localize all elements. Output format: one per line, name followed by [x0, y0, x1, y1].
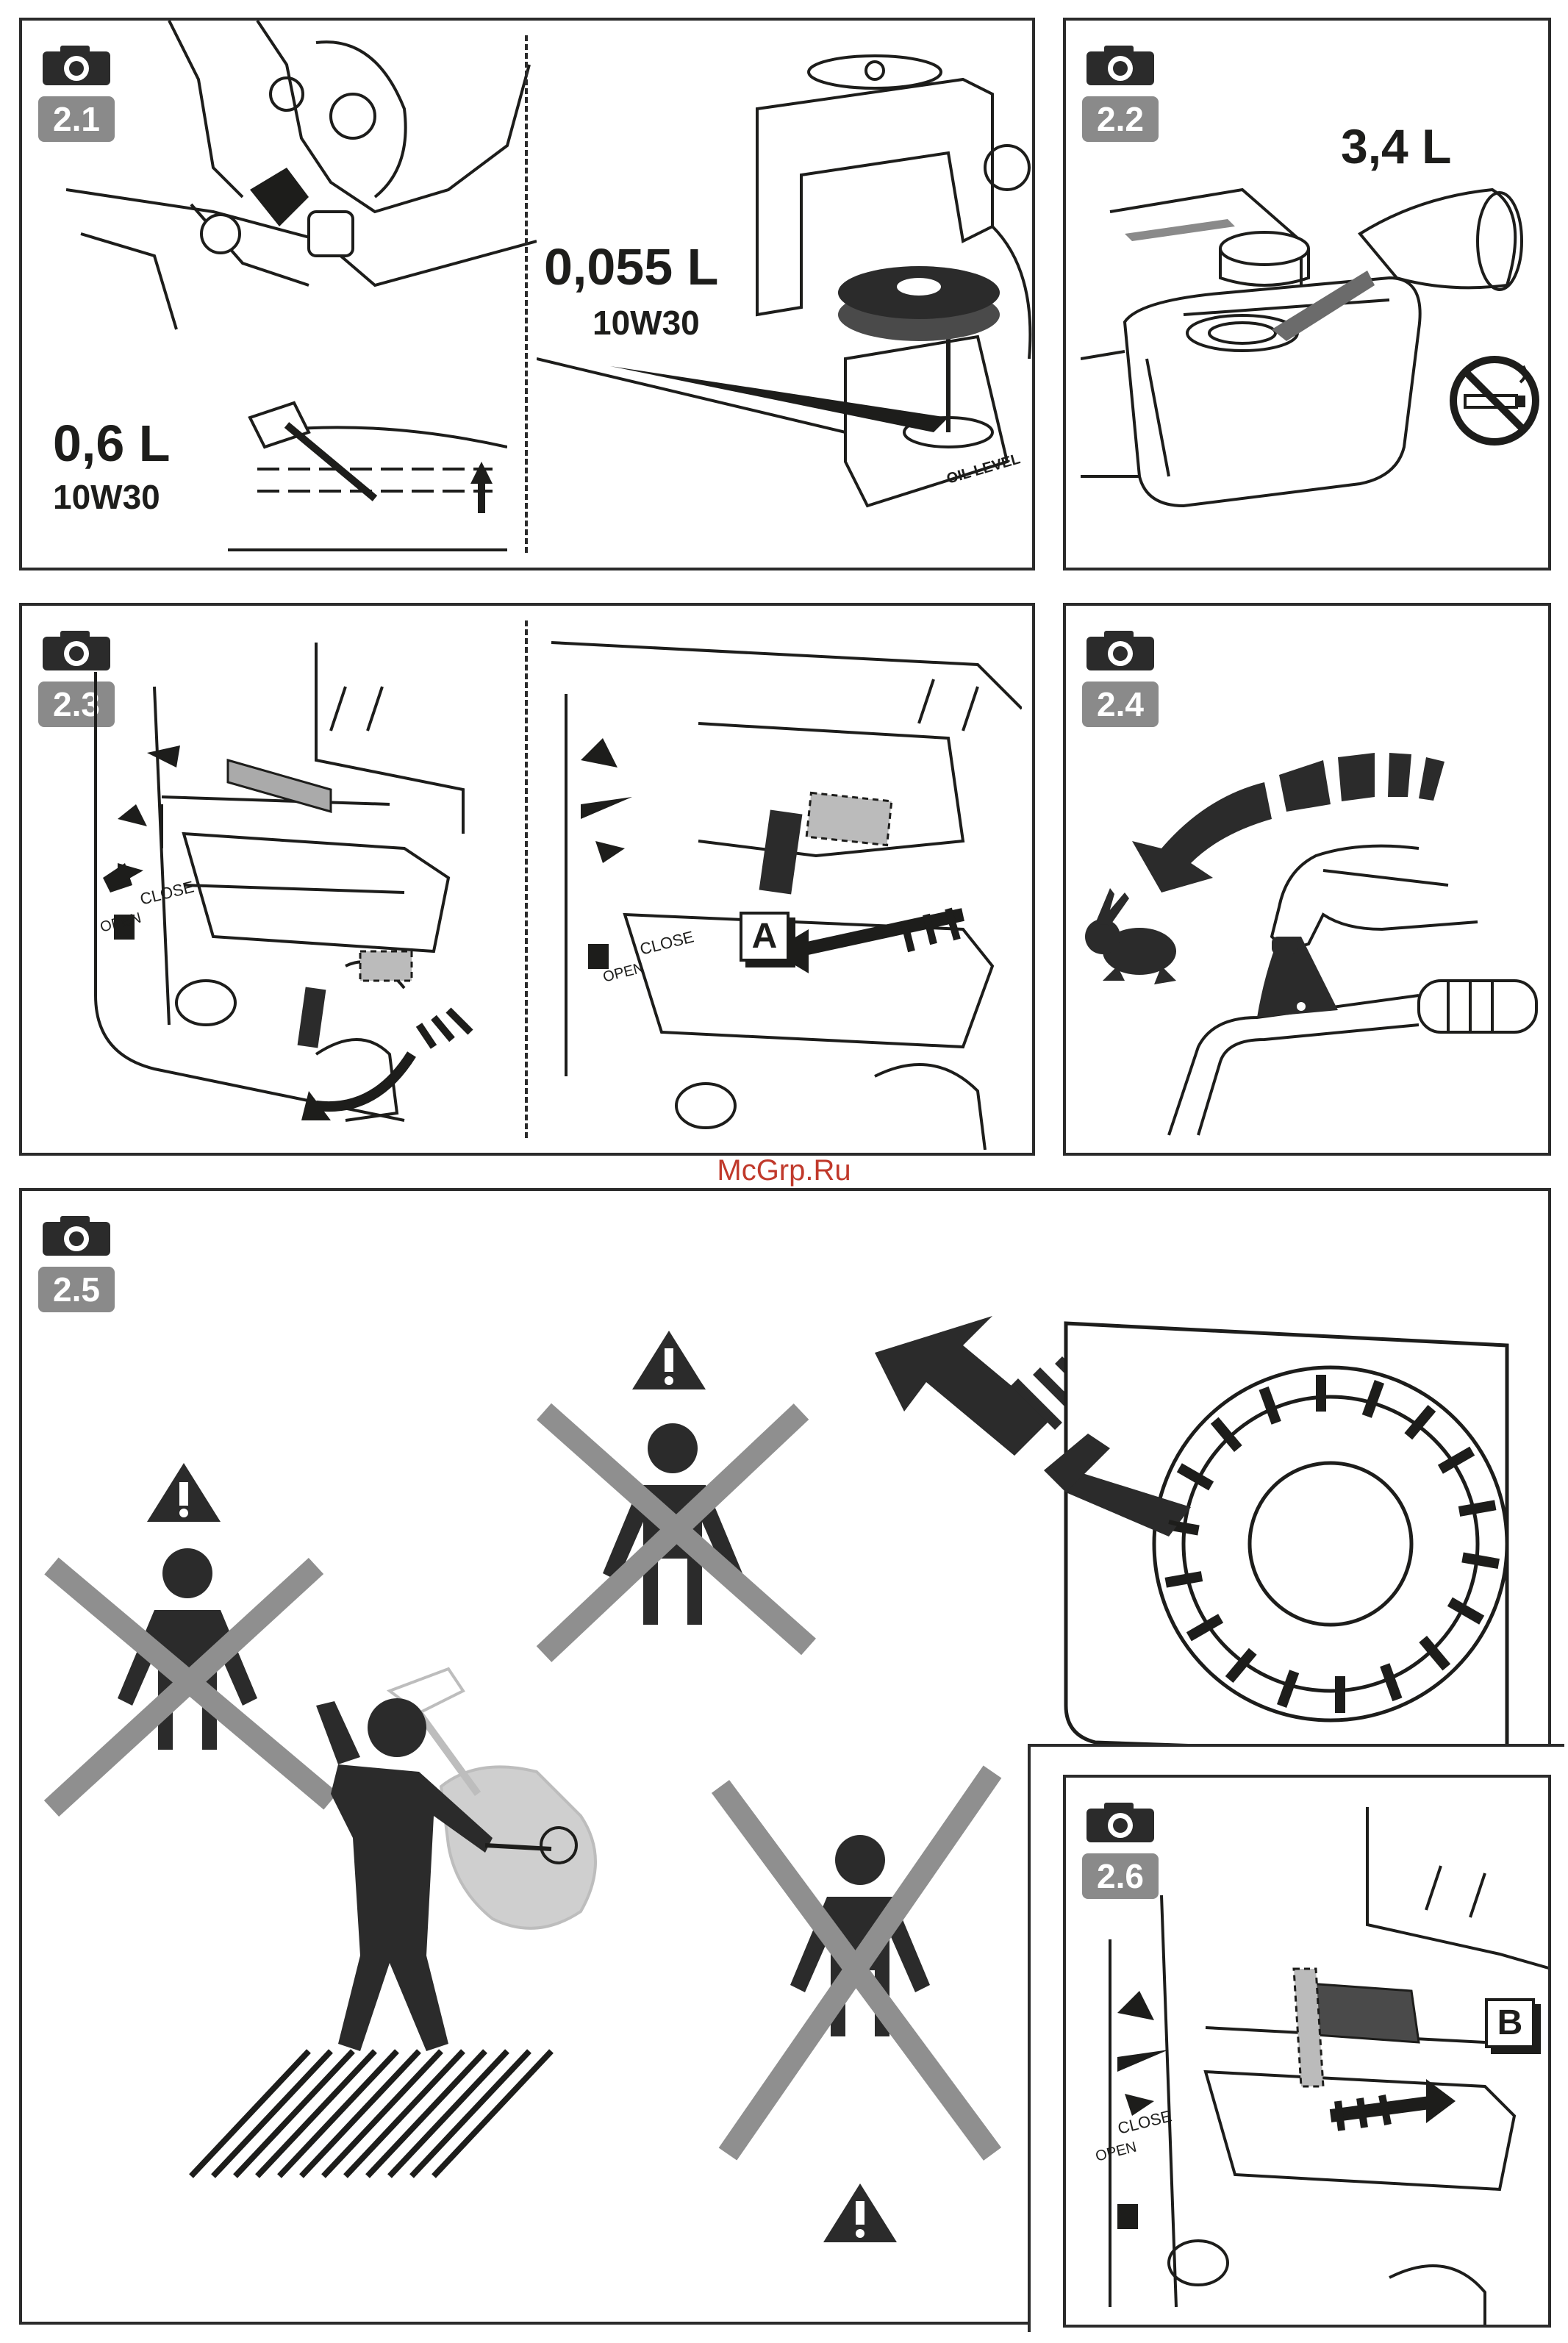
panel-divider — [525, 620, 528, 1138]
oil-volume-left: 0,6 L — [53, 418, 171, 469]
figure-number: 2.2 — [1082, 96, 1159, 142]
bystander-warning-2 — [522, 1331, 831, 1698]
figure-number: 2.4 — [1082, 682, 1159, 727]
panel-2-1: 2.1 0,6 L 10W30 — [19, 18, 1035, 570]
panel-2-3: 2.3 CLOSE OPEN — [19, 603, 1035, 1156]
engine-illustration — [66, 21, 537, 366]
figure-badge: 2.5 — [38, 1213, 115, 1312]
panel-divider — [525, 35, 528, 553]
choke-open-illustration — [1073, 1807, 1551, 2328]
figure-number: 2.5 — [38, 1267, 115, 1312]
person-icon — [790, 1835, 930, 2036]
oil-type-right: 10W30 — [593, 306, 700, 340]
figure-badge: 2.4 — [1082, 628, 1159, 727]
figure-badge: 2.2 — [1082, 43, 1159, 142]
dipstick-illustration — [228, 388, 507, 557]
panel-2-2: 2.2 3,4 L — [1063, 18, 1551, 570]
hand-throttle-illustration — [1139, 826, 1551, 1156]
recoil-starter-illustration — [845, 1301, 1551, 1772]
fuel-volume: 3,4 L — [1341, 122, 1451, 171]
panel-2-4: 2.4 — [1063, 603, 1551, 1156]
oil-type-left: 10W30 — [53, 480, 160, 514]
no-smoking-icon — [1447, 353, 1542, 448]
label-a: A — [740, 912, 790, 962]
oil-volume-right: 0,055 L — [544, 241, 718, 293]
camera-icon — [1082, 628, 1159, 673]
camera-icon — [38, 1213, 115, 1259]
operator-with-tiller — [169, 1647, 728, 2206]
camera-icon — [1082, 43, 1159, 88]
label-b: B — [1485, 1998, 1535, 2048]
bystander-warning-3 — [698, 1742, 1022, 2286]
choke-lever-illustration-left — [51, 643, 522, 1156]
panel-2-6: 2.6 B CLOSE OPEN — [1063, 1775, 1551, 2328]
watermark: McGrp.Ru — [0, 1154, 1568, 1187]
choke-lever-illustration-right — [551, 635, 1022, 1150]
